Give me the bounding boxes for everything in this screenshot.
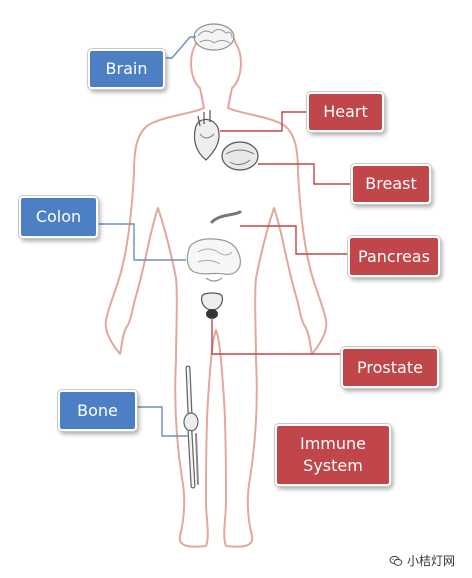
pancreas-icon [210, 210, 242, 224]
brain-icon [193, 23, 235, 51]
body-outline [104, 26, 328, 548]
pancreas-connector [240, 225, 348, 255]
immune-system-label: Immune System [275, 424, 391, 486]
pancreas-label: Pancreas [348, 236, 440, 277]
breast-label: Breast [351, 164, 431, 204]
watermark-text: 小桔灯网 [407, 554, 456, 568]
heart-label: Heart [307, 92, 384, 132]
colon-icon [186, 238, 241, 282]
watermark: 小桔灯网 [389, 552, 455, 569]
brain-label: Brain [88, 49, 165, 89]
colon-label: Colon [19, 196, 98, 238]
prostate-label: Prostate [341, 347, 439, 388]
wechat-icon [389, 555, 403, 566]
heart-connector [220, 111, 307, 132]
breast-connector [258, 163, 351, 185]
prostate-icon [201, 292, 223, 319]
heart-icon [193, 110, 220, 161]
prostate-connector [211, 318, 341, 355]
bone-label: Bone [58, 390, 137, 431]
brain-connector [165, 36, 196, 59]
bone-connector [137, 406, 188, 437]
colon-connector [98, 223, 186, 261]
bone-icon [183, 365, 199, 489]
breast-icon [221, 141, 259, 171]
